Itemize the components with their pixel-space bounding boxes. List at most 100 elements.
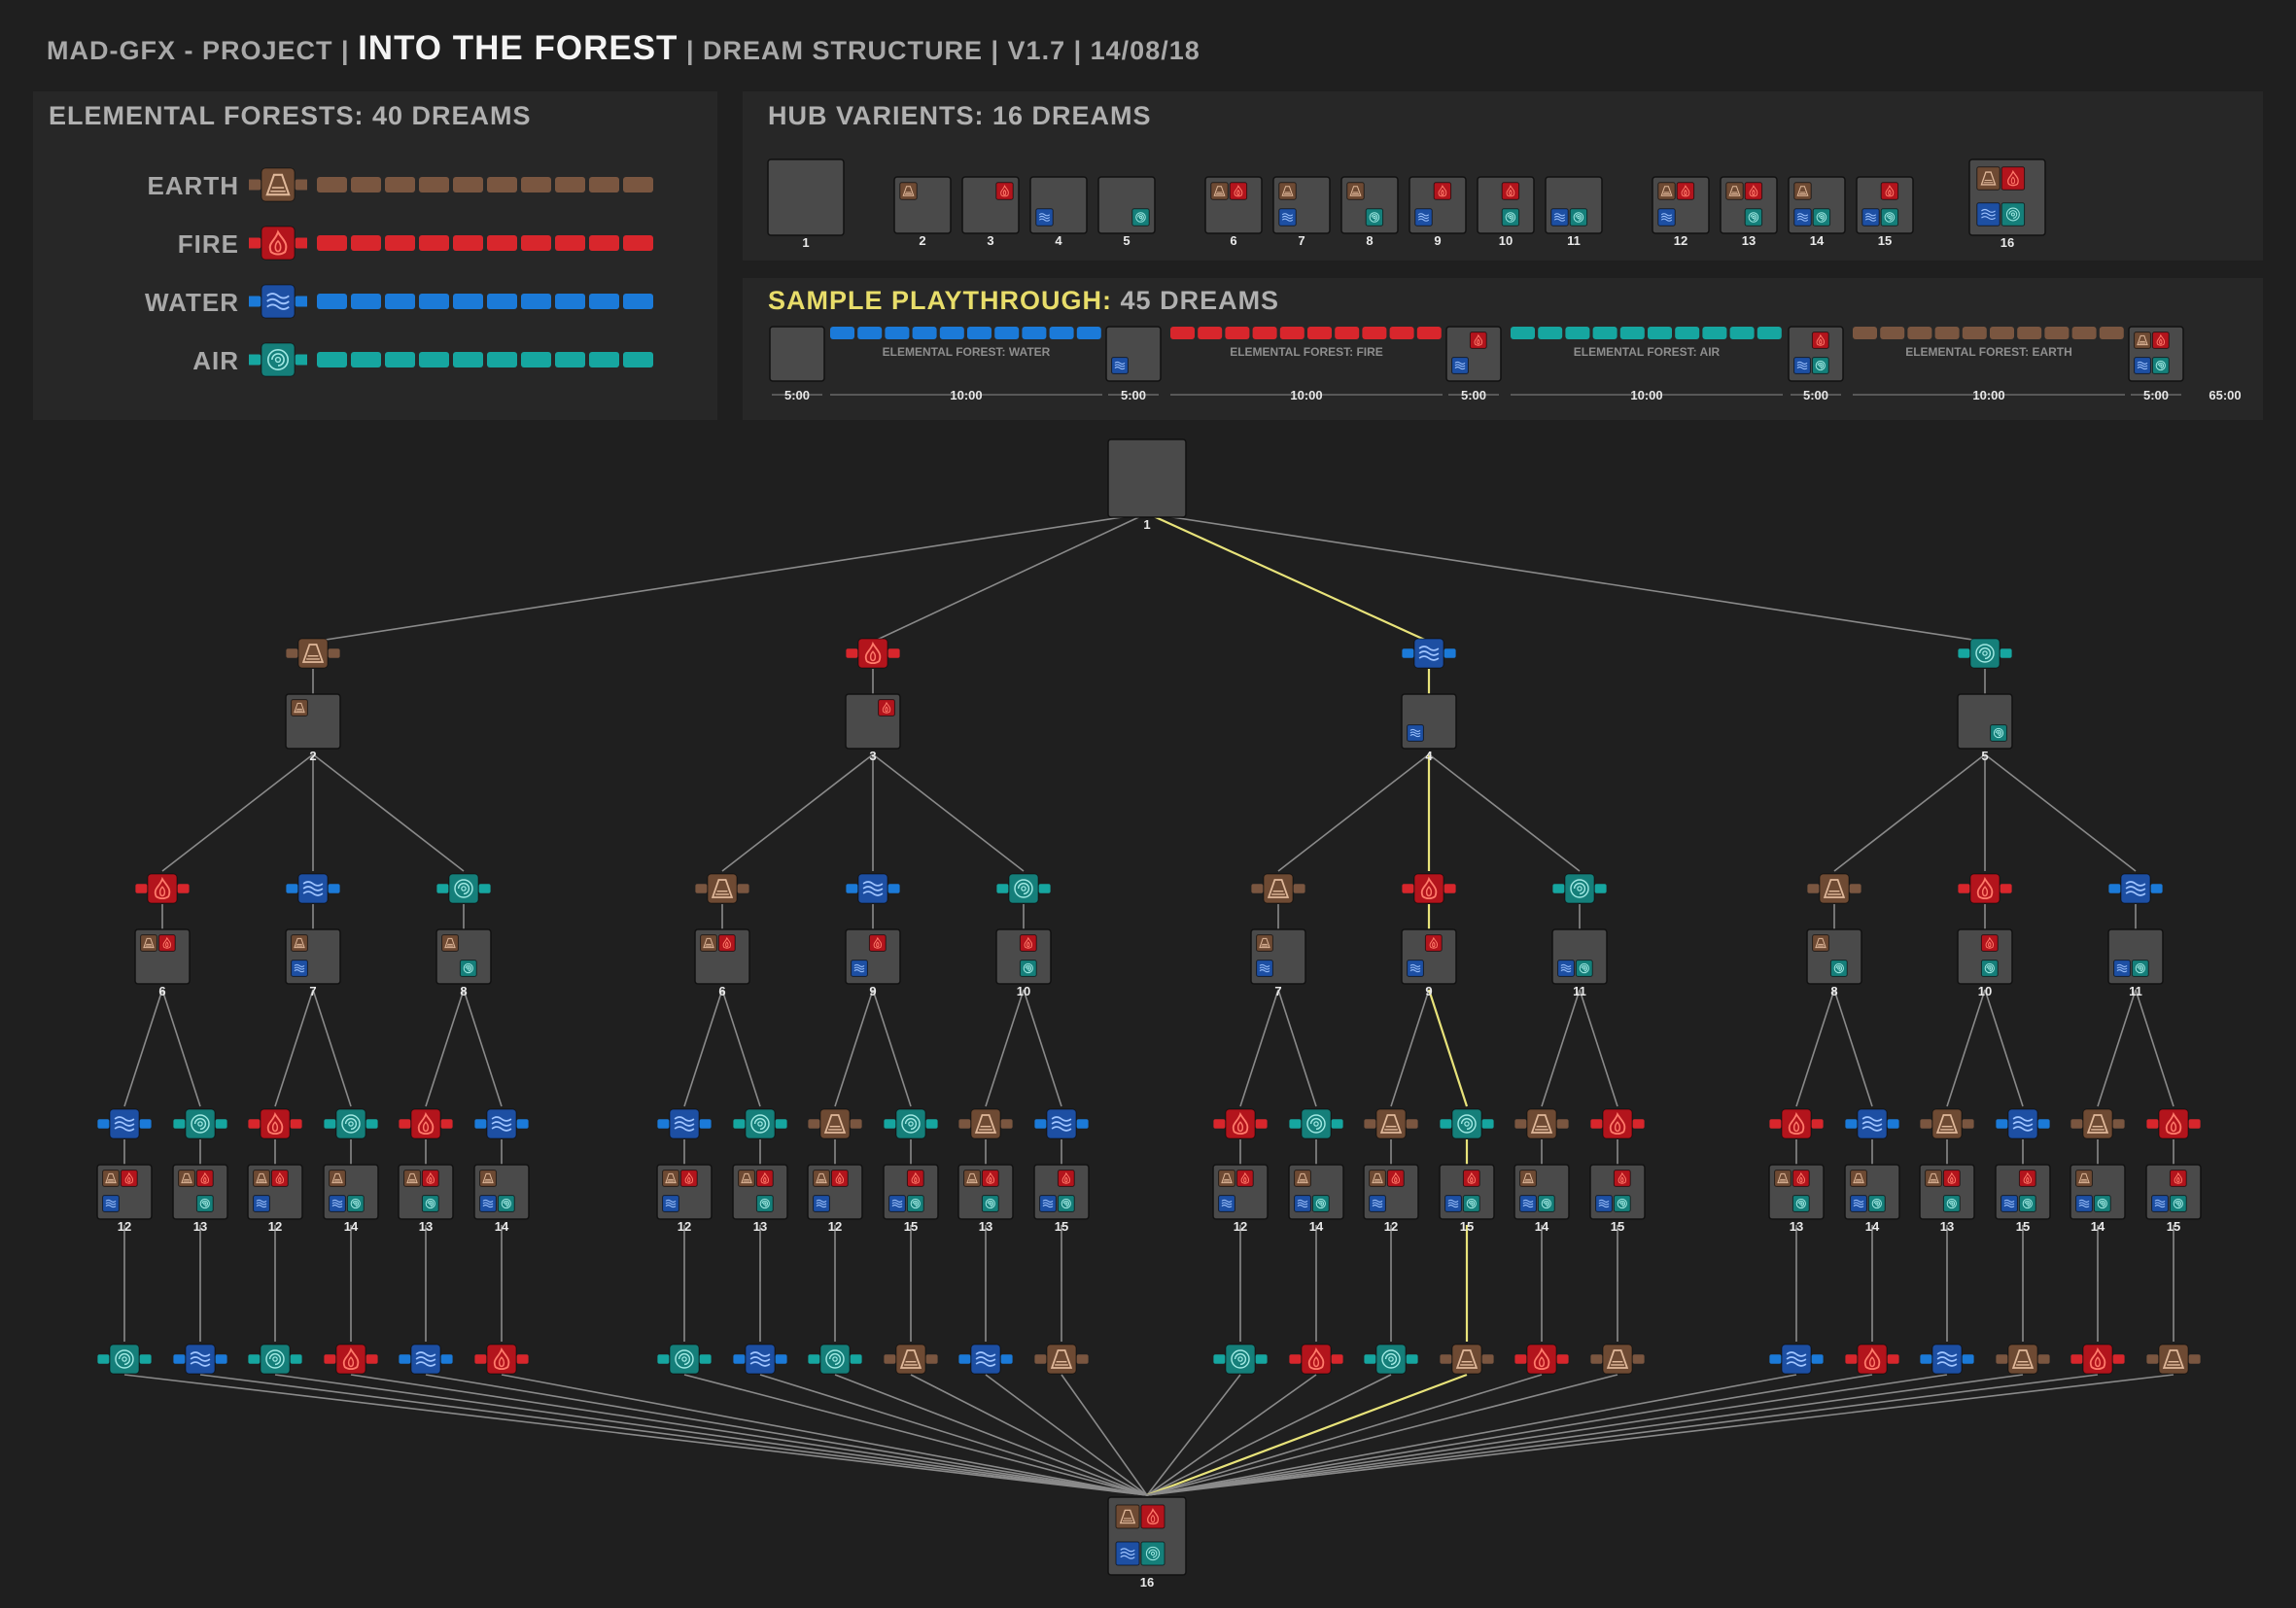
tree-hub-15: 15 [883, 1164, 939, 1234]
hub-variant-10: 10 [1477, 176, 1535, 248]
hub-number-label: 12 [118, 1219, 131, 1234]
tree-forest-fire [846, 638, 900, 669]
hub-variant-4: 4 [1029, 176, 1088, 248]
tree-forest-fire [1213, 1108, 1268, 1139]
tree-hub-10: 10 [995, 928, 1052, 998]
tree-forest-fire [1958, 873, 2012, 904]
dream-segment [555, 235, 585, 251]
tree-edge [721, 753, 874, 872]
hub-variant-14: 14 [1788, 176, 1846, 248]
tree-edge [1023, 989, 1062, 1107]
tree-edge [1946, 989, 1986, 1107]
tree-edge [2135, 989, 2174, 1107]
hub-number-label: 15 [904, 1219, 918, 1234]
tree-edge [910, 1374, 1148, 1496]
hub-number-label: 15 [1460, 1219, 1474, 1234]
tree-forest-earth [1440, 1344, 1494, 1375]
tree-forest-earth [1807, 873, 1861, 904]
hub-time-label: 5:00 [1121, 388, 1146, 402]
tree-forest-air [248, 1344, 302, 1375]
tree-edges [123, 511, 2174, 1497]
playthrough-hub-3 [1445, 326, 1502, 382]
hub-variant-9: 9 [1409, 176, 1467, 248]
highlighted-path-edge [1146, 511, 1430, 644]
dream-segment [589, 294, 619, 309]
dream-segment [623, 177, 653, 192]
hub-number-label: 7 [1298, 233, 1305, 248]
tree-edge [1146, 1374, 2174, 1496]
hub-time-label: 5:00 [1461, 388, 1486, 402]
tree-forest-earth [2146, 1344, 2201, 1375]
tree-edge [1146, 1374, 1543, 1496]
playthrough-hub-5 [2128, 326, 2184, 382]
tree-edge [312, 512, 1148, 643]
page-header: MAD-GFX - PROJECT | INTO THE FOREST | DR… [47, 29, 1200, 68]
hub-number-label: 12 [1384, 1219, 1398, 1234]
hub-number-label: 10 [1978, 984, 1992, 998]
tree-edge [1146, 1374, 1873, 1496]
hub-number-label: 15 [1878, 233, 1892, 248]
total-time-label: 65:00 [2209, 388, 2241, 402]
hub-variant-8: 8 [1340, 176, 1399, 248]
tree-edge [872, 512, 1148, 643]
legend-label-air: AIR [192, 346, 239, 375]
tree-forest-fire [135, 873, 190, 904]
tree-edge [721, 989, 761, 1107]
tree-edge [1984, 753, 2137, 872]
tree-edge [1146, 1374, 1241, 1496]
tree-edge [425, 1374, 1148, 1496]
tree-forest-earth [1034, 1344, 1089, 1375]
hub-number-label: 9 [1434, 233, 1441, 248]
dream-segment [589, 352, 619, 367]
tree-edge [834, 1374, 1148, 1496]
tree-forest-earth [695, 873, 749, 904]
legend-dream-bars-earth [317, 177, 653, 192]
tree-hub-6: 6 [694, 928, 750, 998]
tree-forest-air [808, 1344, 862, 1375]
dream-segment [521, 294, 551, 309]
tree-edge [199, 1374, 1148, 1496]
dream-segment [385, 177, 415, 192]
dream-segment [351, 294, 381, 309]
tree-edge [312, 753, 465, 872]
dream-segment [385, 352, 415, 367]
tree-forest-fire [1590, 1108, 1645, 1139]
hub-variant-12: 12 [1652, 176, 1710, 248]
dream-segment [385, 294, 415, 309]
tree-edge [1146, 1374, 1618, 1496]
tree-hub-4: 4 [1401, 693, 1457, 763]
legend-label-water: WATER [145, 288, 239, 317]
hub-number-label: 1 [802, 235, 809, 250]
hub-variant-5: 5 [1097, 176, 1156, 248]
hub-number-label: 13 [419, 1219, 433, 1234]
hub-number-label: 15 [1055, 1219, 1068, 1234]
segment-time-label: 10:00 [1290, 388, 1322, 402]
tree-hub-13: 13 [172, 1164, 228, 1234]
tree-forest-air [1958, 638, 2012, 669]
dream-segment [555, 352, 585, 367]
water-icon [249, 284, 307, 319]
hub-number-label: 5 [1123, 233, 1130, 248]
tree-hub-9: 9 [1401, 928, 1457, 998]
dream-segment [453, 352, 483, 367]
hub-number-label: 15 [1611, 1219, 1624, 1234]
tree-edge [312, 989, 352, 1107]
tree-forest-earth [1920, 1108, 1974, 1139]
tree-forest-fire [2070, 1344, 2125, 1375]
hub-time-label: 5:00 [784, 388, 810, 402]
tree-hub-9: 9 [845, 928, 901, 998]
tree-forest-air [436, 873, 491, 904]
water-icon [249, 284, 307, 319]
tree-hub-8: 8 [1806, 928, 1862, 998]
tree-forest-water [474, 1108, 529, 1139]
tree-hub-14: 14 [1288, 1164, 1344, 1234]
hub-variant-13: 13 [1720, 176, 1778, 248]
tree-edge [1146, 1374, 2099, 1496]
hub-number-label: 14 [1309, 1219, 1324, 1234]
tree-edge [1061, 1374, 1148, 1496]
tree-forest-earth [1514, 1108, 1569, 1139]
tree-forest-fire [1289, 1344, 1343, 1375]
